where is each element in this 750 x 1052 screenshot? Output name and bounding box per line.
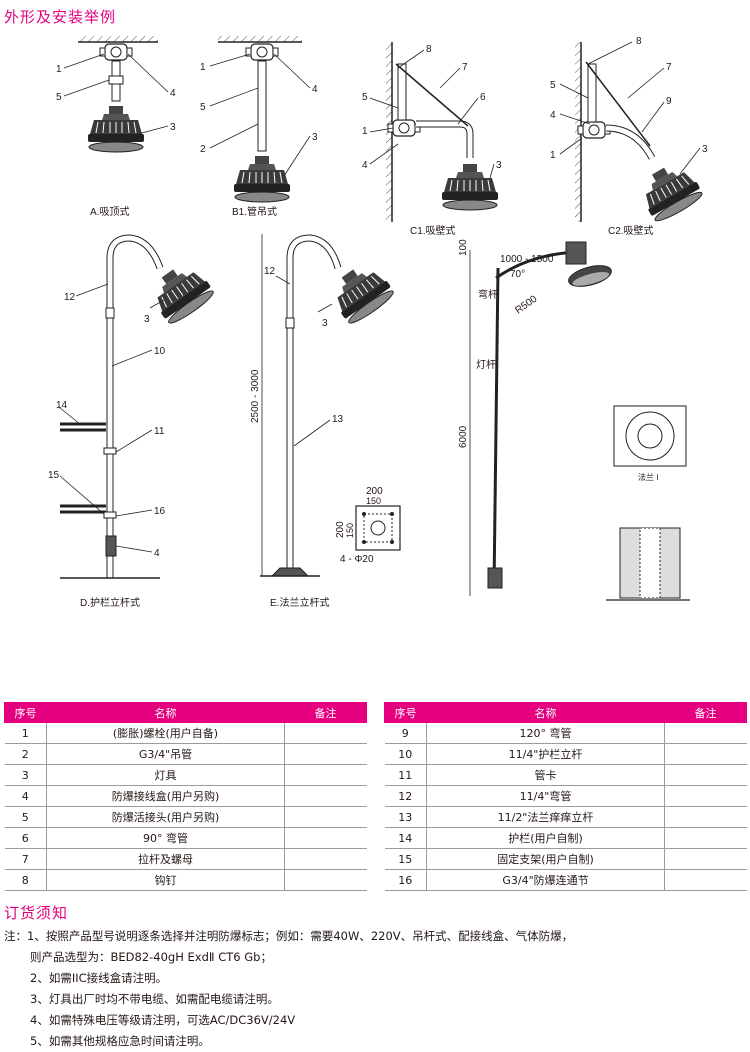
note-line: 则产品选型为：BED82-40gH ExdⅡ CT6 Gb；	[30, 950, 272, 964]
note-line: 5、如需其他规格应急时间请注明。	[30, 1034, 210, 1048]
caption: E.法兰立杆式	[270, 596, 329, 609]
caption: A.吸顶式	[90, 205, 129, 218]
callout: 6	[480, 92, 486, 103]
page-title: 外形及安装举例	[4, 8, 117, 26]
callout: 4	[170, 88, 176, 99]
callout: 7	[462, 62, 468, 73]
callout: 1	[56, 64, 62, 75]
callout: 3	[322, 318, 328, 329]
caption: C1.吸壁式	[410, 224, 456, 237]
dimension: 1000 - 1500	[500, 254, 554, 265]
callout: 1	[200, 62, 206, 73]
figure-street-pole: 100 6000 1000 - 1500 70° R500 弯杆 灯杆 法兰 I	[458, 239, 690, 601]
dimension: R500	[513, 293, 539, 316]
callout: 1	[550, 150, 556, 161]
caption: B1.管吊式	[232, 205, 277, 218]
column-header-note: 备注	[284, 702, 367, 723]
dimension: 150	[366, 496, 381, 506]
figure-c2-wall-mount: 8 7 9 5 4 1 3 C2.吸壁式	[550, 36, 708, 237]
installation-diagram: 1 5 4 3 A.吸顶式 1 5 2 4 3 B1.管吊式 8 7 6 5 1	[48, 36, 708, 609]
callout: 9	[666, 96, 672, 107]
ordering-title: 订货须知	[4, 904, 69, 922]
dimension: 2500 - 3000	[250, 369, 261, 423]
callout: 11	[154, 426, 165, 437]
column-header-name: 名称	[46, 702, 285, 723]
callout: 1	[362, 126, 368, 137]
callout: 15	[48, 470, 60, 481]
label: 灯杆	[476, 359, 496, 371]
dimension: 150	[345, 523, 355, 538]
note-line: 注：1、按照产品型号说明逐条选择并注明防爆标志；例如：需要40W、220V、吊杆…	[4, 929, 574, 943]
dimension: 4 - Φ20	[340, 554, 374, 565]
column-header-no: 序号	[384, 702, 427, 723]
dimension: 6000	[458, 425, 469, 448]
callout: 5	[56, 92, 62, 103]
callout: 3	[170, 122, 176, 133]
note-line: 3、灯具出厂时均不带电缆、如需配电缆请注明。	[30, 992, 279, 1006]
callout: 10	[154, 346, 166, 357]
callout: 12	[64, 292, 76, 303]
callout: 16	[154, 506, 166, 517]
caption: C2.吸壁式	[608, 224, 654, 237]
callout: 5	[550, 80, 556, 91]
column-header-note: 备注	[664, 702, 747, 723]
ordering-notes: 注：1、按照产品型号说明逐条选择并注明防爆标志；例如：需要40W、220V、吊杆…	[4, 926, 573, 1052]
callout: 3	[312, 132, 318, 143]
callout: 2	[200, 144, 206, 155]
table-header-row: 序号 名称 备注	[4, 702, 367, 723]
note-line: 4、如需特殊电压等级请注明，可选AC/DC36V/24V	[30, 1013, 296, 1027]
note-line: 2、如需IIC接线盒请注明。	[30, 971, 168, 985]
figure-d-guardrail-pole: 12 10 11 14 15 16 4 3 D.护栏立杆式	[48, 234, 218, 609]
figure-b1-pipe-pendant: 1 5 2 4 3 B1.管吊式	[200, 36, 318, 218]
dimension: 100	[458, 239, 469, 256]
dimension: 200	[335, 521, 346, 538]
dimension: 70°	[510, 269, 525, 280]
table-row: 1(膨胀)螺栓(用户自备)	[4, 722, 367, 744]
callout: 3	[496, 160, 502, 171]
table-header-row: 序号 名称 备注	[384, 702, 747, 723]
callout: 8	[636, 36, 642, 47]
callout: 4	[154, 548, 160, 559]
column-header-name: 名称	[426, 702, 665, 723]
callout: 4	[312, 84, 318, 95]
label: 弯杆	[478, 288, 498, 301]
callout: 8	[426, 44, 432, 55]
figure-c1-wall-mount: 8 7 6 5 1 4 3 C1.吸壁式	[362, 42, 502, 237]
callout: 12	[264, 266, 276, 277]
callout: 3	[144, 314, 150, 325]
callout: 5	[200, 102, 206, 113]
column-header-no: 序号	[4, 702, 47, 723]
dimension: 200	[366, 486, 383, 497]
callout: 7	[666, 62, 672, 73]
figure-a-ceiling-mount: 1 5 4 3 A.吸顶式	[56, 36, 176, 218]
callout: 3	[702, 144, 708, 155]
callout: 14	[56, 400, 68, 411]
callout: 5	[362, 92, 368, 103]
callout: 13	[332, 414, 344, 425]
callout: 4	[362, 160, 368, 171]
caption: D.护栏立杆式	[80, 596, 140, 609]
caption: 法兰 I	[638, 472, 658, 482]
figure-e-flange-pole: 2500 - 3000 12 13 3 E.法兰立杆式 200 150 200 …	[250, 234, 401, 609]
callout: 4	[550, 110, 556, 121]
